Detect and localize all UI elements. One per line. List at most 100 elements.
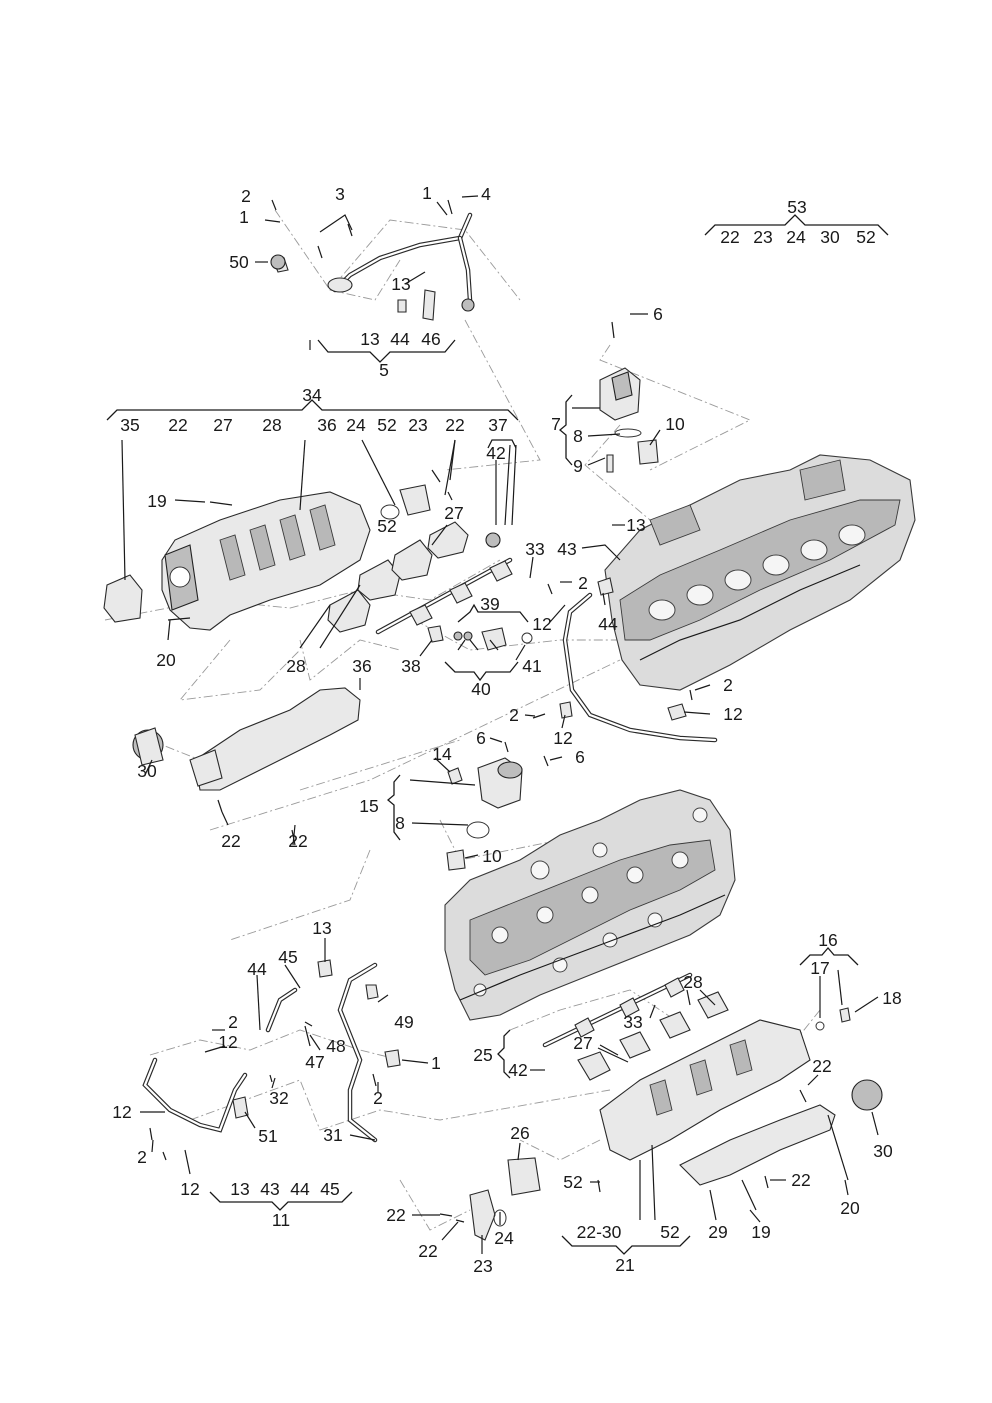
callout-34: 34 bbox=[302, 385, 322, 405]
callout-34-22b: 22 bbox=[445, 415, 464, 435]
callout-27b: 27 bbox=[573, 1033, 592, 1053]
callout-29: 29 bbox=[708, 1222, 727, 1242]
callout-22e: 22 bbox=[386, 1205, 405, 1225]
upper-intake-manifold bbox=[103, 484, 469, 633]
callout-43: 43 bbox=[557, 539, 576, 559]
callout-2d: 2 bbox=[509, 705, 519, 725]
callout-5-13: 13 bbox=[360, 329, 379, 349]
callout-22a: 22 bbox=[221, 831, 240, 851]
callout-12b: 12 bbox=[723, 704, 742, 724]
callout-23: 23 bbox=[473, 1256, 492, 1276]
callout-22d: 22 bbox=[791, 1170, 810, 1190]
callout-5-46: 46 bbox=[421, 329, 440, 349]
callout-34-52: 52 bbox=[377, 415, 396, 435]
callout-52a: 52 bbox=[377, 516, 396, 536]
callout-7: 7 bbox=[551, 414, 561, 434]
callout-2g: 2 bbox=[137, 1147, 147, 1167]
callout-18: 18 bbox=[882, 988, 901, 1008]
center-engine-block bbox=[444, 789, 736, 1021]
leader-lines bbox=[121, 195, 879, 1254]
callout-34-24: 24 bbox=[346, 415, 366, 435]
callout-34-23: 23 bbox=[408, 415, 427, 435]
high-pressure-pumps bbox=[446, 367, 659, 871]
callout-labels: 53 22 23 24 30 52 2 1 3 1 4 50 13 13 44 … bbox=[112, 183, 901, 1276]
callout-5: 5 bbox=[379, 360, 389, 380]
callout-53: 53 bbox=[787, 197, 806, 217]
callout-52b: 52 bbox=[563, 1172, 582, 1192]
callout-20b: 20 bbox=[840, 1198, 860, 1218]
callout-13b: 13 bbox=[626, 515, 645, 535]
callout-28a: 28 bbox=[286, 656, 305, 676]
callout-2: 2 bbox=[241, 186, 251, 206]
callout-34-37: 37 bbox=[488, 415, 507, 435]
callout-41: 41 bbox=[522, 656, 541, 676]
callout-12c: 12 bbox=[553, 728, 572, 748]
callout-42b: 42 bbox=[508, 1060, 527, 1080]
callout-6a: 6 bbox=[653, 304, 663, 324]
upper-fuel-rail bbox=[375, 532, 533, 651]
callout-21-2230: 22-30 bbox=[577, 1222, 622, 1242]
callout-19a: 19 bbox=[147, 491, 166, 511]
callout-11-44: 44 bbox=[290, 1179, 310, 1199]
callout-53-52: 52 bbox=[856, 227, 875, 247]
callout-45: 45 bbox=[278, 947, 297, 967]
top-fuel-lines bbox=[273, 212, 475, 321]
callout-40: 40 bbox=[471, 679, 491, 699]
callout-20a: 20 bbox=[156, 650, 176, 670]
callout-51: 51 bbox=[258, 1126, 277, 1146]
callout-12e: 12 bbox=[112, 1102, 131, 1122]
callout-2c: 2 bbox=[723, 675, 733, 695]
callout-26: 26 bbox=[510, 1123, 529, 1143]
callout-28b: 28 bbox=[683, 972, 702, 992]
lower-intake-manifold-right bbox=[469, 972, 883, 1241]
callout-2b: 2 bbox=[578, 573, 588, 593]
callout-34-28: 28 bbox=[262, 415, 281, 435]
callout-34-22: 22 bbox=[168, 415, 187, 435]
callout-53-23: 23 bbox=[753, 227, 772, 247]
callout-11: 11 bbox=[272, 1210, 290, 1230]
callout-33a: 33 bbox=[525, 539, 544, 559]
callout-13c: 13 bbox=[312, 918, 331, 938]
callout-10b: 10 bbox=[482, 846, 502, 866]
callout-12a: 12 bbox=[532, 614, 551, 634]
callout-22f: 22 bbox=[418, 1241, 437, 1261]
callout-36b: 36 bbox=[352, 656, 371, 676]
callout-3: 3 bbox=[335, 184, 345, 204]
callout-9: 9 bbox=[573, 456, 583, 476]
callout-30b: 30 bbox=[873, 1141, 893, 1161]
callout-15: 15 bbox=[359, 796, 378, 816]
callout-22c: 22 bbox=[812, 1056, 831, 1076]
callout-53-30: 30 bbox=[820, 227, 840, 247]
callout-1: 1 bbox=[239, 207, 249, 227]
callout-22b: 22 bbox=[288, 831, 307, 851]
callout-4: 4 bbox=[481, 184, 491, 204]
callout-11-45: 45 bbox=[320, 1179, 339, 1199]
callout-11-13: 13 bbox=[230, 1179, 249, 1199]
callout-34-36: 36 bbox=[317, 415, 336, 435]
callout-8b: 8 bbox=[395, 813, 405, 833]
callout-12d: 12 bbox=[218, 1032, 237, 1052]
assembly-reference-lines bbox=[104, 209, 821, 1231]
callout-2e: 2 bbox=[228, 1012, 238, 1032]
middle-fuel-line bbox=[559, 577, 718, 743]
callout-1b: 1 bbox=[422, 183, 432, 203]
callout-17: 17 bbox=[810, 958, 829, 978]
callout-27a: 27 bbox=[444, 503, 463, 523]
callout-25: 25 bbox=[473, 1045, 492, 1065]
callout-30a: 30 bbox=[137, 761, 157, 781]
callout-6b: 6 bbox=[476, 728, 486, 748]
callout-53-22: 22 bbox=[720, 227, 739, 247]
callout-14: 14 bbox=[432, 744, 452, 764]
callout-31: 31 bbox=[323, 1125, 342, 1145]
callout-2f: 2 bbox=[373, 1088, 383, 1108]
callout-38: 38 bbox=[401, 656, 420, 676]
callout-1c: 1 bbox=[431, 1053, 441, 1073]
group-braces bbox=[106, 214, 889, 1255]
callout-13: 13 bbox=[391, 274, 410, 294]
fasteners bbox=[149, 199, 807, 1223]
callout-11-43: 43 bbox=[260, 1179, 279, 1199]
callout-49: 49 bbox=[394, 1012, 413, 1032]
callout-34-35: 35 bbox=[120, 415, 139, 435]
